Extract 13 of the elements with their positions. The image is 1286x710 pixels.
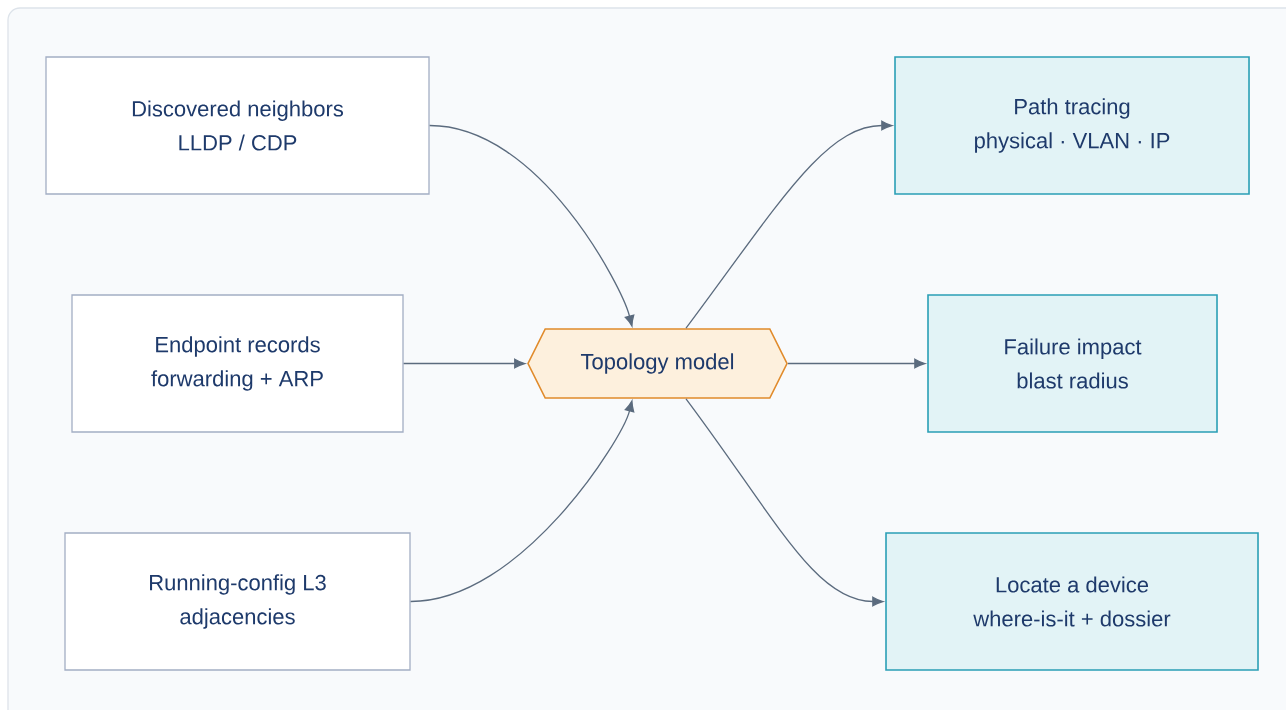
arrow [403,358,526,369]
arrow [410,400,635,603]
arrow [685,398,884,607]
arrow [685,120,893,329]
source-box: Discovered neighbors LLDP / CDP [45,56,430,195]
output-box: Locate a device where-is-it + dossier [885,532,1259,671]
hexagon-node: Topology model [527,328,788,399]
source-box: Running-config L3 adjacencies [64,532,411,671]
output-box: Path tracing physical · VLAN · IP [894,56,1250,195]
output-box: Failure impact blast radius [927,294,1218,433]
arrow [429,124,635,327]
source-box: Endpoint records forwarding + ARP [71,294,404,433]
arrow [787,358,926,369]
